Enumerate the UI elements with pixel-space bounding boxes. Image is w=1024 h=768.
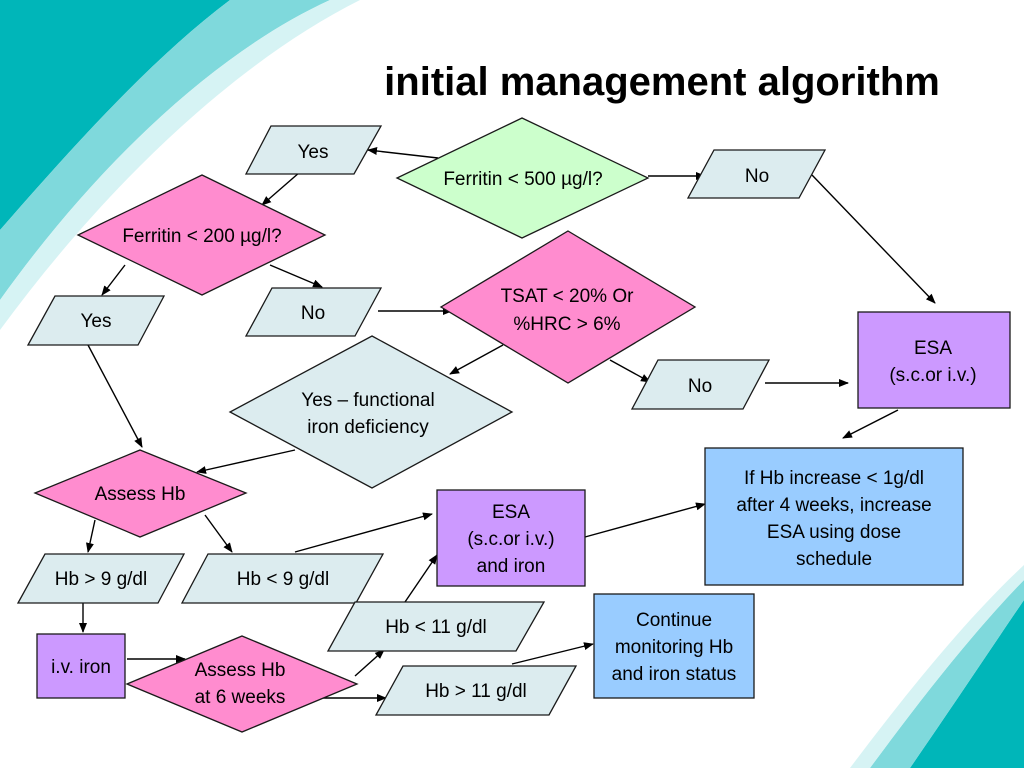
outcome-no-top: No (686, 149, 827, 199)
outcome-no-middle: No (244, 287, 383, 337)
continue-line-2: monitoring Hb (615, 637, 733, 658)
functional-line-1: Yes – functional (301, 390, 434, 411)
decorative-swoosh-bottom-right (850, 565, 1024, 768)
outcome-yes-left: Yes (26, 295, 166, 346)
arrow-ferritin200-to-yes (101, 264, 126, 296)
decision-tsat-line-1: TSAT < 20% Or (501, 286, 635, 307)
arrow-tsat-to-no (609, 359, 651, 383)
outcome-yes-top-label: Yes (298, 142, 329, 163)
decision-ferritin-200: Ferritin < 200 µg/l? (76, 174, 327, 296)
continue-line-3: and iron status (612, 664, 737, 685)
esa-iron-line-2: (s.c.or i.v.) (467, 529, 554, 550)
outcome-no-top-label: No (745, 166, 769, 187)
esa-right-line-1: ESA (914, 338, 952, 359)
functional-line-2: iron deficiency (307, 417, 429, 438)
action-esa-and-iron: ESA (s.c.or i.v.) and iron (436, 489, 586, 587)
if-hb-line-3: ESA using dose (767, 522, 901, 543)
outcome-yes-top: Yes (244, 125, 383, 175)
iv-iron-label: i.v. iron (51, 657, 111, 678)
info-dose-schedule: If Hb increase < 1g/dl after 4 weeks, in… (704, 447, 964, 586)
hb-gt11-label: Hb > 11 g/dl (425, 681, 527, 702)
arrow-hb-lt11-to-esa-iron (404, 554, 438, 603)
decision-ferritin-200-label: Ferritin < 200 µg/l? (122, 226, 281, 247)
outcome-no-tsat: No (630, 359, 771, 410)
if-hb-line-2: after 4 weeks, increase (736, 495, 931, 516)
arrow-no-to-esa (811, 174, 936, 304)
arrow-hb-gt11-to-continue (511, 642, 594, 665)
outcome-hb-lt-11: Hb < 11 g/dl (326, 601, 546, 652)
outcome-hb-lt-9: Hb < 9 g/dl (180, 553, 385, 604)
assess6-line-1: Assess Hb (195, 660, 286, 681)
arrow-esa-iron-to-if-hb (584, 502, 706, 538)
outcome-hb-gt-11: Hb > 11 g/dl (374, 665, 578, 716)
arrow-ferritin500-to-yes (367, 147, 439, 159)
info-continue-monitoring: Continue monitoring Hb and iron status (593, 593, 755, 699)
arrow-yes-to-assess-hb (87, 344, 143, 448)
action-iv-iron: i.v. iron (36, 633, 126, 699)
decision-tsat: TSAT < 20% Or %HRC > 6% (439, 230, 697, 384)
page-title: initial management algorithm (384, 60, 940, 104)
outcome-hb-gt-9: Hb > 9 g/dl (16, 553, 186, 604)
arrow-assess6-to-hb-lt11 (354, 649, 385, 677)
arrow-tsat-to-functional (449, 344, 504, 375)
action-esa-right: ESA (s.c.or i.v.) (857, 311, 1011, 409)
decision-assess-hb: Assess Hb (33, 449, 248, 538)
hb-gt9-label: Hb > 9 g/dl (55, 569, 147, 590)
if-hb-line-1: If Hb increase < 1g/dl (744, 468, 924, 489)
assess-hb-label: Assess Hb (95, 484, 186, 505)
arrow-assess-hb-to-hb-gt9 (86, 519, 96, 553)
outcome-functional-iron-deficiency: Yes – functional iron deficiency (228, 335, 514, 489)
outcome-no-tsat-label: No (688, 376, 712, 397)
decision-tsat-line-2: %HRC > 6% (513, 314, 620, 335)
decision-ferritin-500: Ferritin < 500 µg/l? (395, 117, 650, 239)
decision-assess-hb-6-weeks: Assess Hb at 6 weeks (125, 635, 359, 733)
decision-ferritin-500-label: Ferritin < 500 µg/l? (443, 169, 602, 190)
decorative-swoosh-top-left (0, 0, 360, 330)
continue-line-1: Continue (636, 610, 712, 631)
arrow-esa-to-if-hb (842, 409, 899, 439)
hb-lt11-label: Hb < 11 g/dl (385, 617, 487, 638)
esa-iron-line-3: and iron (477, 556, 546, 577)
arrow-yes-to-ferritin200 (261, 171, 301, 206)
outcome-no-middle-label: No (301, 303, 325, 324)
arrow-functional-to-assess-hb (196, 449, 296, 474)
connector-arrows (79, 147, 936, 702)
hb-lt9-label: Hb < 9 g/dl (237, 569, 329, 590)
arrow-ferritin200-to-no (269, 264, 323, 288)
arrow-assess-hb-to-hb-lt9 (204, 514, 233, 553)
arrow-hb-lt9-to-esa-iron (294, 512, 433, 553)
esa-right-line-2: (s.c.or i.v.) (889, 365, 976, 386)
esa-iron-line-1: ESA (492, 502, 530, 523)
outcome-yes-left-label: Yes (81, 311, 112, 332)
assess6-line-2: at 6 weeks (195, 687, 286, 708)
if-hb-line-4: schedule (796, 549, 872, 570)
